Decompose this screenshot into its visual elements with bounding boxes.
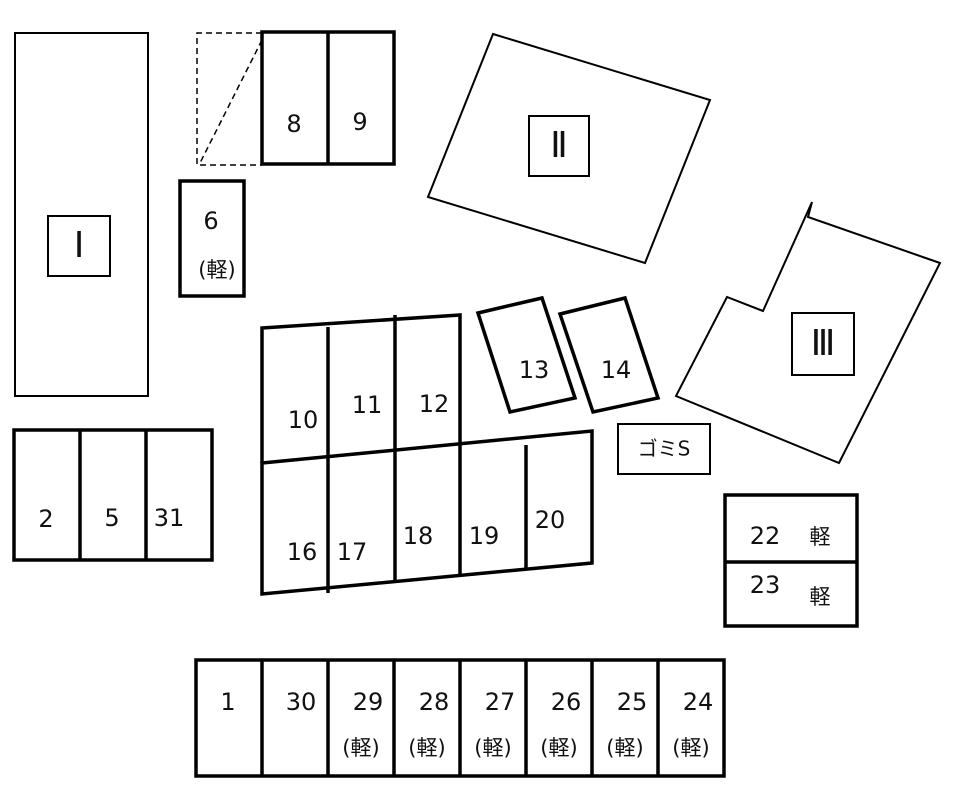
- building-3-label: Ⅲ: [811, 323, 836, 364]
- building-1: Ⅰ: [14, 32, 149, 397]
- space-29-kei-label: (軽): [342, 736, 379, 760]
- building-3-outline: [674, 201, 942, 465]
- space-17-label: 17: [337, 538, 368, 566]
- space-14-label: 14: [601, 356, 632, 384]
- dashed-diagonal: [199, 39, 263, 164]
- building-1-label-box: [47, 215, 111, 277]
- parking-space-14: 14: [557, 295, 661, 415]
- building-2-label-box: [528, 115, 590, 177]
- space-11-label: 11: [352, 391, 383, 419]
- building-3-label-box: [791, 312, 855, 376]
- space-6-kei-label: (軽): [198, 258, 235, 282]
- parking-space-13: 13: [475, 295, 578, 415]
- garbage-station-label: ゴミS: [638, 437, 691, 461]
- parking-block-bottom: 1 30 29 (軽) 28 (軽) 27 (軽) 26 (軽) 25 (軽) …: [194, 658, 726, 778]
- upper-row-outline: [260, 313, 462, 463]
- building-1-outline: [14, 32, 149, 397]
- space-22-label: 22: [750, 522, 781, 550]
- parking-block-8-9: 8 9: [196, 30, 396, 166]
- space-13-outline: [475, 295, 578, 415]
- building-3: Ⅲ: [674, 201, 942, 465]
- parking-block-center: 10 11 12 16 17 18 19 20: [260, 313, 594, 596]
- space-27-label: 27: [485, 688, 516, 716]
- building-2: Ⅱ: [426, 32, 712, 265]
- dashed-extension: [196, 32, 262, 166]
- parking-block-22-23: 22 軽 23 軽: [723, 493, 859, 628]
- space-29-label: 29: [353, 688, 384, 716]
- space-18-label: 18: [403, 522, 434, 550]
- space-9-label: 9: [352, 108, 367, 136]
- space-28-kei-label: (軽): [408, 736, 445, 760]
- space-2-label: 2: [38, 505, 53, 533]
- space-25-kei-label: (軽): [606, 736, 643, 760]
- space-16-label: 16: [287, 538, 318, 566]
- space-25-label: 25: [617, 688, 648, 716]
- garbage-station: ゴミS: [617, 423, 711, 475]
- space-31-label: 31: [154, 504, 185, 532]
- space-24-label: 24: [683, 688, 714, 716]
- space-12-label: 12: [419, 390, 450, 418]
- garbage-station-box: [617, 423, 711, 475]
- space-26-kei-label: (軽): [540, 736, 577, 760]
- building-2-label: Ⅱ: [550, 125, 568, 166]
- space-27-kei-label: (軽): [474, 736, 511, 760]
- space-23-kei-label: 軽: [810, 585, 831, 609]
- space-20-label: 20: [535, 506, 566, 534]
- space-5-label: 5: [104, 504, 119, 532]
- space-10-label: 10: [288, 406, 319, 434]
- space-22-kei-label: 軽: [810, 525, 831, 549]
- space-30-label: 30: [286, 688, 317, 716]
- space-19-label: 19: [469, 522, 500, 550]
- space-6-outline: [178, 179, 246, 298]
- building-2-outline: [426, 32, 712, 265]
- space-23-label: 23: [750, 571, 781, 599]
- parking-space-6: 6 (軽): [178, 179, 246, 298]
- space-8-label: 8: [286, 110, 301, 138]
- space-28-label: 28: [419, 688, 450, 716]
- block-2-5-31-outline: [12, 428, 214, 562]
- space-24-kei-label: (軽): [672, 736, 709, 760]
- space-6-label: 6: [203, 207, 218, 235]
- lower-row-outline: [260, 429, 594, 596]
- space-1-label: 1: [220, 688, 235, 716]
- space-13-label: 13: [519, 356, 550, 384]
- space-14-outline: [557, 295, 661, 415]
- building-1-label: Ⅰ: [74, 225, 85, 266]
- space-26-label: 26: [551, 688, 582, 716]
- parking-block-2-5-31: 2 5 31: [12, 428, 214, 562]
